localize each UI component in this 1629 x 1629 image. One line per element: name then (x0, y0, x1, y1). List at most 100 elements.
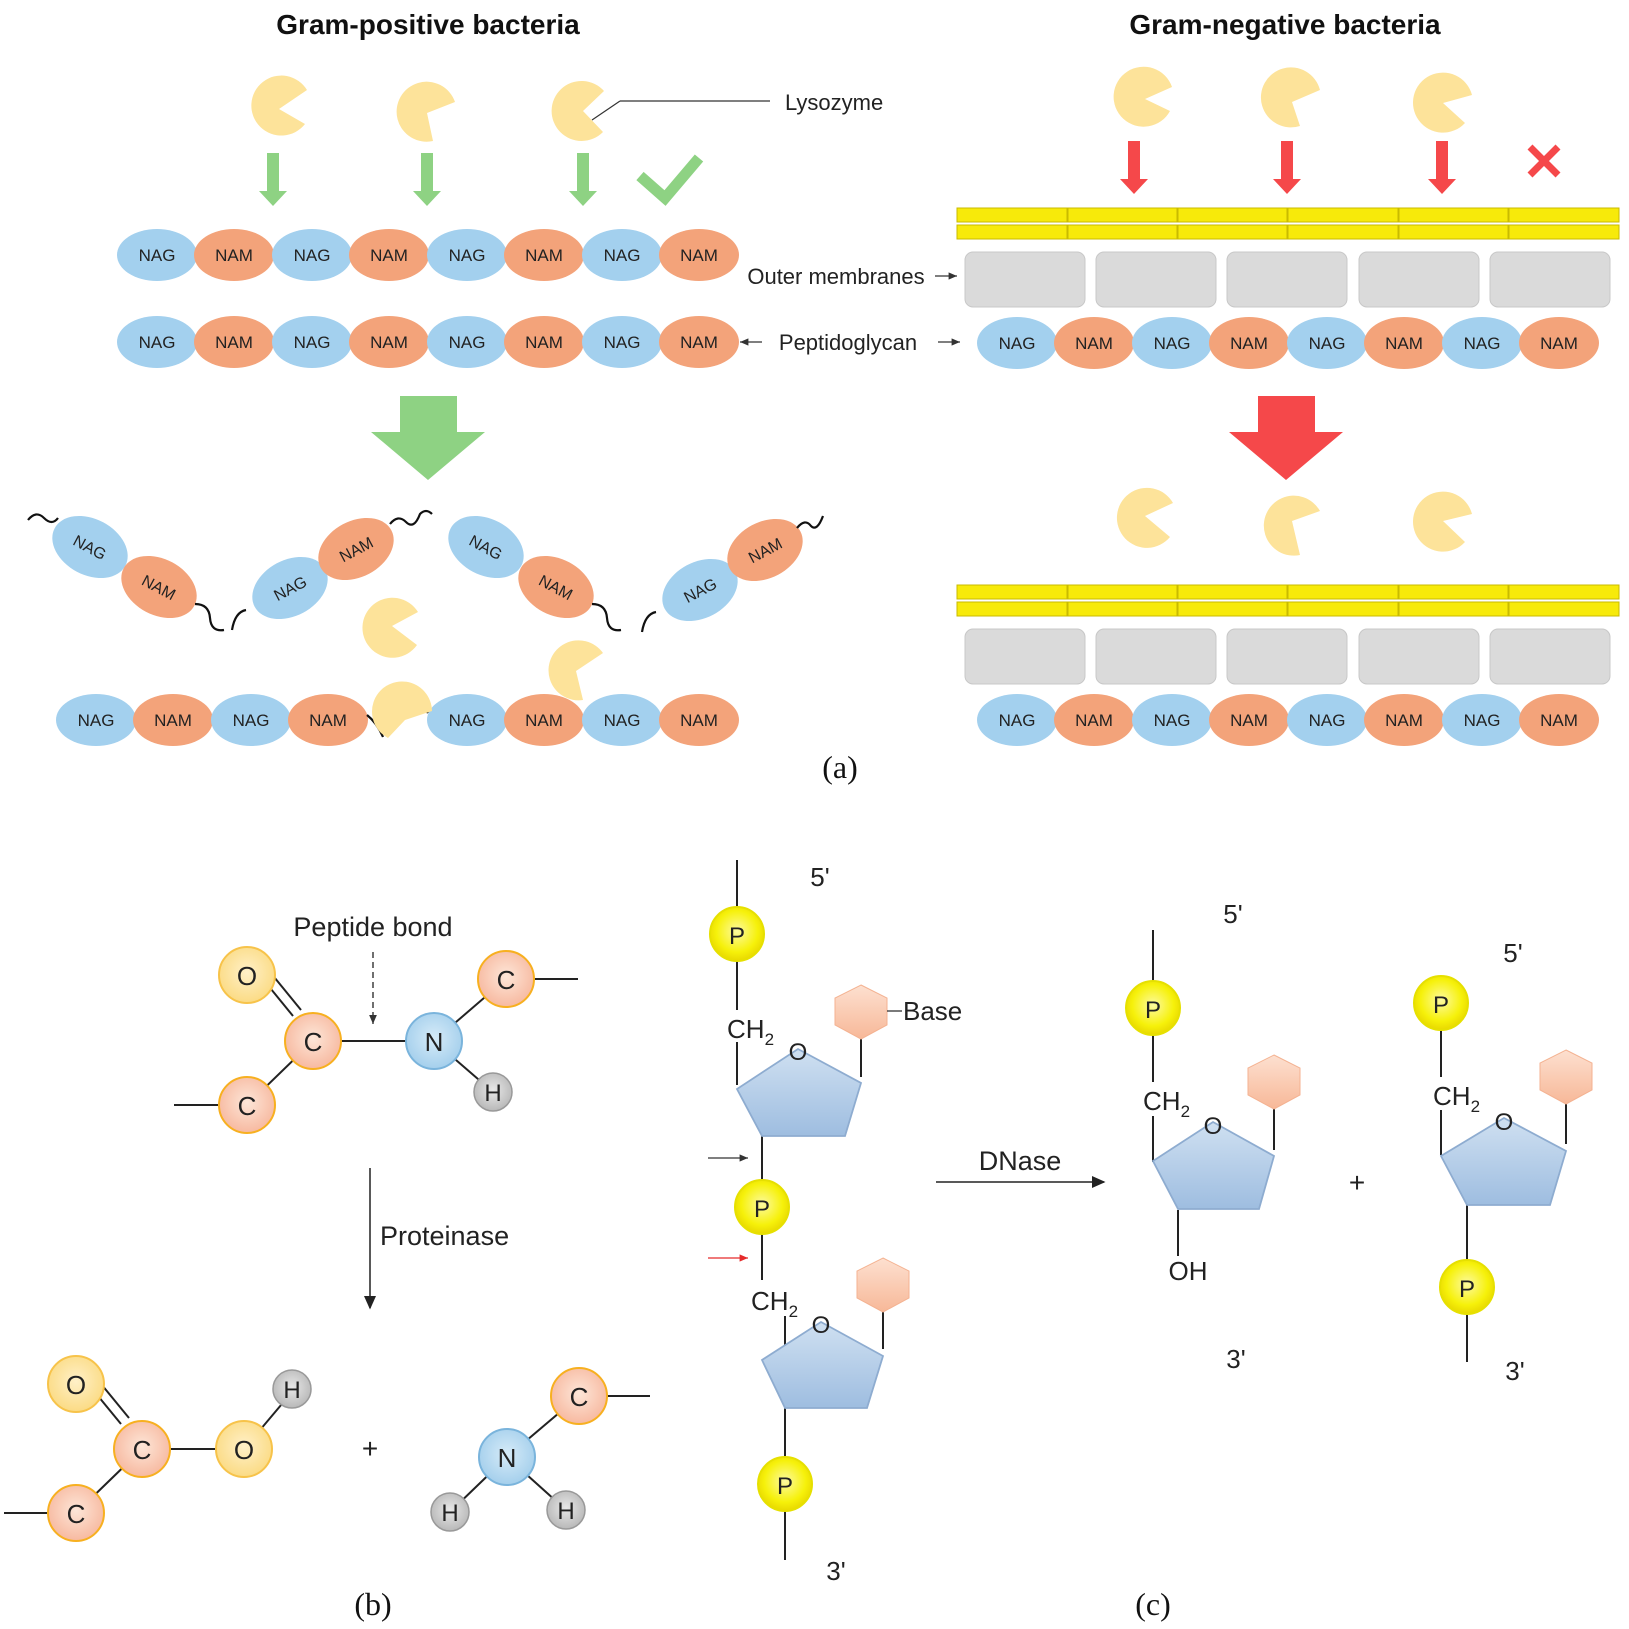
svg-text:NAG: NAG (1464, 711, 1501, 730)
svg-text:H: H (283, 1377, 300, 1404)
lipid-layer-segment (1287, 601, 1399, 617)
lipid-layer-segment (1287, 207, 1399, 223)
nam-unit: NAM (194, 316, 274, 368)
svg-text:NAM: NAM (1540, 711, 1578, 730)
lipid-layer-segment (1398, 601, 1509, 617)
svg-text:NAG: NAG (449, 711, 486, 730)
svg-text:N: N (425, 1027, 444, 1057)
nag-unit: NAG (1132, 694, 1212, 746)
nam-unit: NAM (1209, 317, 1289, 369)
svg-text:N: N (498, 1443, 517, 1473)
tail-wave (27, 513, 59, 524)
three-prime-label: 3' (1226, 1344, 1245, 1374)
ring-o: O (812, 1312, 831, 1339)
ch2-label: CH2 (1143, 1086, 1190, 1121)
svg-text:NAG: NAG (139, 333, 176, 352)
panel-b-label: (b) (354, 1586, 391, 1622)
nam-unit: NAM (288, 694, 368, 746)
lipid-layer-segment (1287, 584, 1399, 600)
atom-h: H (546, 1490, 586, 1530)
lipid-layer-segment (956, 224, 1068, 240)
nag-unit: NAG (56, 694, 136, 746)
atom-c: C (284, 1012, 342, 1070)
big-green-arrow (371, 396, 485, 480)
nag-unit: NAG (977, 317, 1057, 369)
nam-unit: NAM (1519, 694, 1599, 746)
lysozyme-icons-gram-positive (251, 75, 604, 142)
svg-text:O: O (234, 1435, 254, 1465)
lipid-layer-segment (956, 207, 1068, 223)
outer-membranes-label: Outer membranes (747, 264, 924, 289)
nag-unit: NAG (1287, 317, 1367, 369)
lysozyme-icon (396, 81, 455, 142)
check-icon (636, 154, 704, 206)
lysozyme-leader-line (591, 100, 621, 121)
outer-membrane-block (1489, 251, 1611, 308)
nag-unit: NAG (1442, 694, 1522, 746)
ring-o: O (1204, 1113, 1223, 1140)
five-prime-label: 5' (810, 862, 829, 892)
svg-text:NAG: NAG (294, 246, 331, 265)
outer-membrane-block (1489, 628, 1611, 685)
outer-membrane-block (1095, 251, 1217, 308)
nag-unit: NAG (272, 229, 352, 281)
lysozyme-icon (548, 640, 603, 701)
svg-text:NAG: NAG (233, 711, 270, 730)
svg-text:NAG: NAG (1309, 334, 1346, 353)
three-prime-label: 3' (1505, 1356, 1524, 1386)
gram-negative-chain-bottom: NAG NAM NAG NAM NAG NAM NAG NAM (977, 694, 1599, 746)
svg-text:NAG: NAG (1154, 711, 1191, 730)
tail-wave (194, 602, 247, 632)
svg-text:NAM: NAM (154, 711, 192, 730)
lysozyme-icon (251, 75, 307, 136)
nam-unit: NAM (1054, 694, 1134, 746)
nag-unit: NAG (1442, 317, 1522, 369)
svg-text:C: C (133, 1435, 152, 1465)
svg-text:NAG: NAG (604, 711, 641, 730)
nam-unit: NAM (194, 229, 274, 281)
svg-text:NAM: NAM (1540, 334, 1578, 353)
svg-text:C: C (304, 1027, 323, 1057)
lipid-layer-segment (1067, 207, 1178, 223)
svg-text:NAG: NAG (294, 333, 331, 352)
svg-text:NAG: NAG (999, 711, 1036, 730)
outer-membrane-block (1226, 251, 1348, 308)
nam-unit: NAM (1519, 317, 1599, 369)
nam-unit: NAM (349, 229, 429, 281)
nag-unit: NAG (117, 229, 197, 281)
red-down-arrow (1428, 141, 1456, 194)
nag-unit (448, 515, 524, 579)
svg-text:C: C (238, 1091, 257, 1121)
lipid-layer-segment (1398, 207, 1509, 223)
red-down-arrow (1273, 141, 1301, 194)
svg-text:O: O (66, 1370, 86, 1400)
atom-o: O (218, 946, 276, 1004)
ch2-label: CH2 (751, 1286, 798, 1321)
svg-text:P: P (1459, 1276, 1475, 1303)
big-red-arrow (1229, 396, 1343, 480)
svg-text:P: P (1145, 997, 1161, 1024)
ch2-label: CH2 (727, 1014, 774, 1049)
nag-unit: NAG (272, 316, 352, 368)
ring-o: O (789, 1039, 808, 1066)
nam-unit: NAM (349, 316, 429, 368)
phosphate-p: P (757, 1456, 813, 1512)
nag-unit: NAG (427, 694, 507, 746)
lipid-layer-segment (1508, 207, 1620, 223)
lipid-layer-segment (1067, 601, 1178, 617)
nam-unit: NAM (504, 229, 584, 281)
green-down-arrow (413, 153, 441, 206)
outer-membrane-block (1226, 628, 1348, 685)
svg-text:NAG: NAG (1309, 711, 1346, 730)
nam-unit: NAM (1364, 317, 1444, 369)
nam-unit: NAM (659, 316, 739, 368)
svg-text:H: H (484, 1080, 501, 1107)
nam-unit: NAM (1209, 694, 1289, 746)
nam-unit: NAM (1364, 694, 1444, 746)
outer-membrane-block (1358, 251, 1480, 308)
nam-unit: NAM (504, 694, 584, 746)
nam-unit: NAM (133, 694, 213, 746)
lysozyme-icon (1412, 72, 1472, 133)
nam-unit (121, 555, 197, 619)
